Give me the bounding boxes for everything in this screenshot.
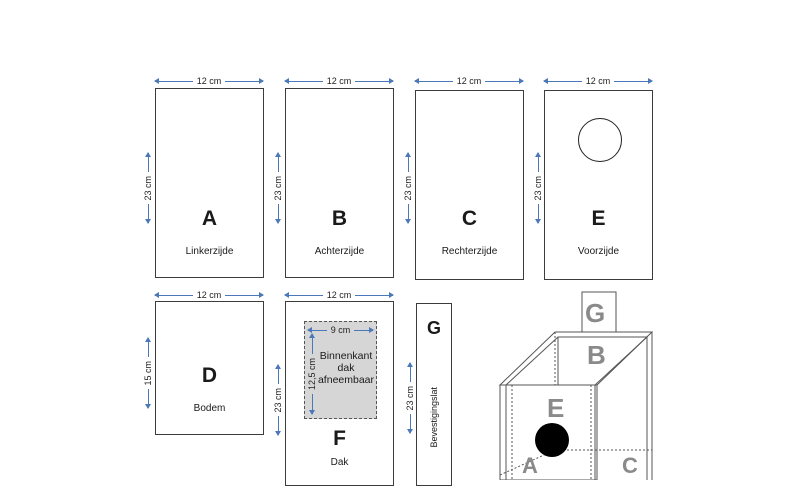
mounting-strip-top [581,291,617,333]
panel-b-achterzijde: B Achterzijde [285,88,394,278]
panel-c-letter: C [461,207,478,230]
panel-d-bodem: D Bodem [155,301,264,435]
assembly-letter-b: B [587,340,606,370]
panel-d-letter: D [201,364,218,387]
panel-f-dak: 9 cm 12,5 cm Binnenkant dak afneembaar F… [285,301,394,486]
width-dimension-c: 12 cm [414,75,524,87]
panel-c-name: Rechterzijde [441,246,498,257]
panel-b-letter: B [331,207,348,230]
entrance-hole-outline [578,118,622,162]
inset-label: Binnenkant dak afneembaar [317,350,375,386]
width-dimension-e: 12 cm [543,75,653,87]
panel-e-letter: E [591,207,606,230]
panel-e-voorzijde: E Voorzijde [544,90,653,280]
panel-c-rechterzijde: C Rechterzijde [415,90,524,280]
height-dimension-d: 15 cm [142,337,154,409]
panel-a-letter: A [201,207,218,230]
panel-e-name: Voorzijde [577,246,620,257]
height-dimension-g: 23 cm [404,362,416,434]
assembly-letter-c: C [622,453,638,478]
panel-b-name: Achterzijde [314,246,365,257]
panel-f-letter: F [333,427,346,450]
height-dimension-a: 23 cm [142,152,154,224]
width-dimension-f: 12 cm [284,289,394,301]
height-dimension-b: 23 cm [272,152,284,224]
assembly-letter-g: G [585,298,606,328]
assembly-letter-a: A [522,453,538,478]
inset-height-dimension: 12,5 cm [306,333,318,416]
roof-inner-removable-area [304,321,377,419]
panel-a-linkerzijde: A Linkerzijde [155,88,264,278]
height-dimension-c: 23 cm [402,152,414,224]
assembled-birdhouse-illustration [498,291,654,480]
panel-g-bevestigingslat: G Bevestigingslat [416,303,452,486]
width-dimension-d: 12 cm [154,289,264,301]
assembly-letter-e: E [547,393,565,423]
width-dimension-b: 12 cm [284,75,394,87]
open-top [498,331,654,386]
panel-g-name: Bevestigingslat [429,387,439,448]
panel-f-name: Dak [330,457,349,468]
height-dimension-e: 23 cm [532,152,544,224]
panel-a-name: Linkerzijde [185,246,234,257]
panel-d-name: Bodem [193,403,226,414]
height-dimension-f: 23 cm [272,364,284,436]
panel-g-letter: G [426,318,441,338]
inset-width-dimension: 9 cm [307,324,374,336]
width-dimension-a: 12 cm [154,75,264,87]
entrance-hole [535,423,569,457]
